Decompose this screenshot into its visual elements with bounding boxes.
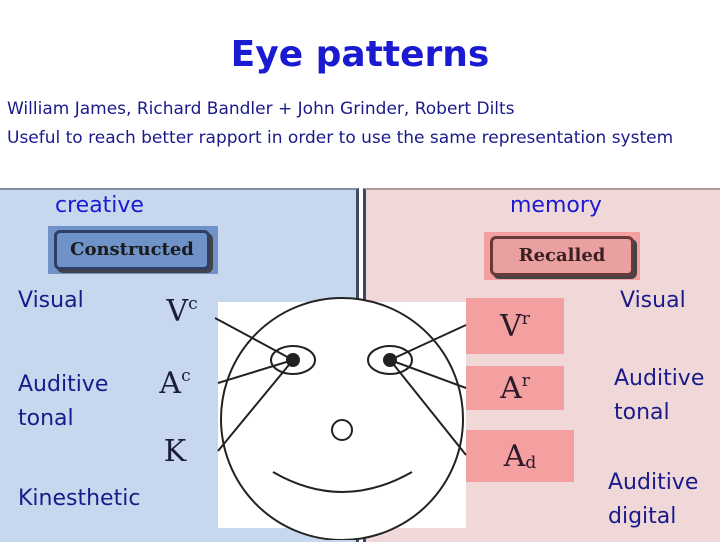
symbol-base: A: [503, 438, 526, 474]
label-kinesthetic: Kinesthetic: [18, 486, 141, 511]
gaze-line-visual-recalled: [389, 324, 467, 361]
gaze-line-kinesthetic: [217, 359, 294, 452]
page-title: Eye patterns: [230, 34, 490, 75]
gaze-line-auditive-digital: [389, 359, 467, 456]
label-visual-constructed: Visual: [18, 288, 84, 313]
symbol-sub: c: [188, 294, 198, 314]
symbol-base: A: [159, 365, 182, 401]
subtitle-line-1: William James, Richard Bandler + John Gr…: [7, 99, 515, 119]
symbol-base: A: [500, 370, 522, 406]
label-visual-recalled: Visual: [620, 288, 686, 313]
creative-heading: creative: [55, 193, 144, 218]
symbol-base: V: [500, 308, 522, 344]
gaze-line-auditive-recalled: [389, 359, 467, 389]
gaze-line-visual-constructed: [214, 317, 294, 361]
symbol-sub: r: [521, 309, 530, 329]
nose: [331, 419, 353, 441]
symbol-base: V: [166, 293, 189, 329]
label-auditive-digital: Auditive digital: [608, 470, 699, 529]
symbol-sub: c: [181, 366, 191, 386]
symbol-sub: r: [521, 371, 530, 391]
mouth: [272, 471, 413, 493]
recalled-tag: Recalled: [490, 236, 634, 276]
constructed-tag: Constructed: [54, 230, 210, 270]
memory-heading: memory: [510, 193, 602, 218]
subtitle-line-2: Useful to reach better rapport in order …: [7, 128, 674, 148]
gaze-line-auditive-constructed: [217, 359, 294, 384]
label-auditive-tonal-constructed: Auditive tonal: [18, 372, 109, 431]
symbol-sub: d: [525, 453, 537, 473]
symbol-base: K: [163, 433, 187, 469]
symbol-kinesthetic: K: [132, 428, 218, 474]
label-auditive-tonal-recalled: Auditive tonal: [614, 366, 705, 425]
